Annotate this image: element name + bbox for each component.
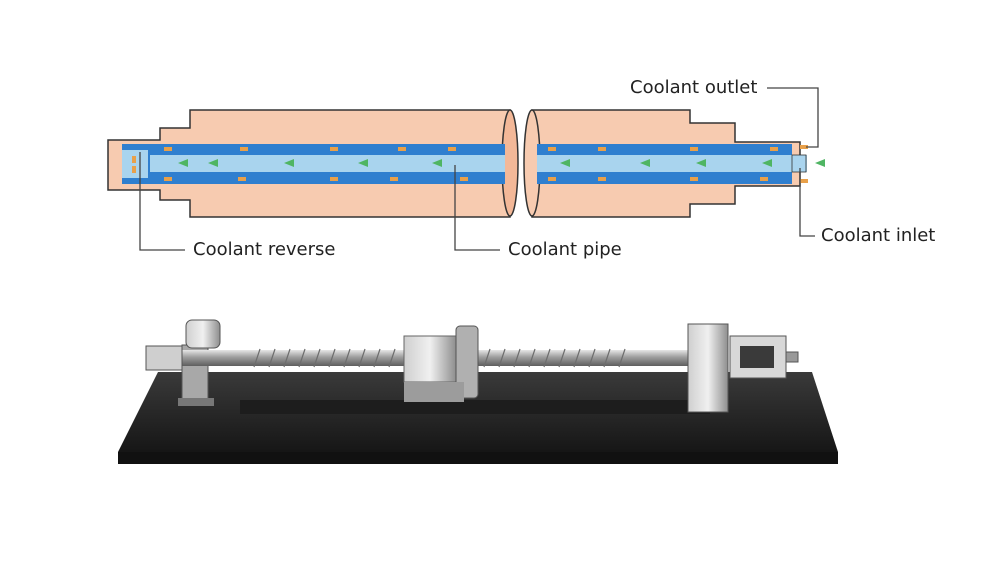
- return-arrow-icon: [460, 177, 468, 181]
- flow-arrow-icon: [762, 159, 772, 167]
- return-arrow-icon: [770, 147, 778, 151]
- shadow: [240, 400, 710, 414]
- inner-flow-arrows: [178, 159, 825, 167]
- flow-arrow-icon: [815, 159, 825, 167]
- flow-arrow-icon: [178, 159, 188, 167]
- flow-arrow-icon: [284, 159, 294, 167]
- left-end-fitting: [145, 345, 183, 371]
- right-fitting: [785, 351, 799, 363]
- return-arrow-icon: [132, 166, 136, 173]
- left-support-foot: [178, 398, 214, 406]
- return-arrow-icon: [598, 177, 606, 181]
- return-arrow-icon: [548, 177, 556, 181]
- callout-leaders: [139, 87, 819, 251]
- flow-arrow-icon: [640, 159, 650, 167]
- leader-coolant-reverse: [139, 152, 185, 251]
- return-flow-markers: [132, 147, 778, 181]
- left-support-head: [185, 319, 221, 349]
- return-arrow-icon: [132, 156, 136, 163]
- return-arrow-icon: [598, 147, 606, 151]
- return-arrow-icon: [164, 147, 172, 151]
- label-coolant-outlet: Coolant outlet: [630, 77, 758, 98]
- label-coolant-inlet: Coolant inlet: [821, 225, 936, 246]
- return-arrow-icon: [760, 177, 768, 181]
- return-arrow-icon: [238, 177, 246, 181]
- screw-threads: [253, 348, 626, 368]
- reverse-chamber: [122, 150, 148, 178]
- outlet-stub-top: [800, 145, 808, 149]
- return-arrow-icon: [690, 147, 698, 151]
- ball-nut: [403, 335, 457, 383]
- return-arrow-icon: [548, 147, 556, 151]
- flow-arrow-icon: [696, 159, 706, 167]
- flow-arrow-icon: [208, 159, 218, 167]
- base-plate-edge: [118, 452, 838, 464]
- shaft-cross-section: [107, 109, 825, 218]
- return-arrow-icon: [448, 147, 456, 151]
- flow-arrow-icon: [560, 159, 570, 167]
- outlet-stub-bottom: [800, 179, 808, 183]
- label-coolant-pipe: Coolant pipe: [508, 239, 622, 260]
- label-coolant-reverse: Coolant reverse: [193, 239, 336, 260]
- leader-coolant-outlet: [767, 87, 819, 148]
- inlet-tube: [791, 154, 807, 173]
- ballscrew-assembly-photo: [118, 319, 838, 464]
- leader-coolant-inlet: [799, 168, 815, 237]
- coolant-pipe-right: [537, 155, 807, 172]
- return-arrow-icon: [398, 147, 406, 151]
- flow-arrow-icon: [432, 159, 442, 167]
- return-arrow-icon: [240, 147, 248, 151]
- nut-mount-block: [404, 382, 464, 402]
- return-arrow-icon: [390, 177, 398, 181]
- nut-flange: [455, 325, 479, 399]
- return-arrow-icon: [330, 147, 338, 151]
- right-coupler: [740, 346, 774, 368]
- flow-arrow-icon: [358, 159, 368, 167]
- return-arrow-icon: [690, 177, 698, 181]
- leader-coolant-pipe: [454, 165, 500, 251]
- return-arrow-icon: [164, 177, 172, 181]
- return-arrow-icon: [330, 177, 338, 181]
- right-support-block: [687, 323, 729, 413]
- coolant-pipe-left: [150, 155, 505, 172]
